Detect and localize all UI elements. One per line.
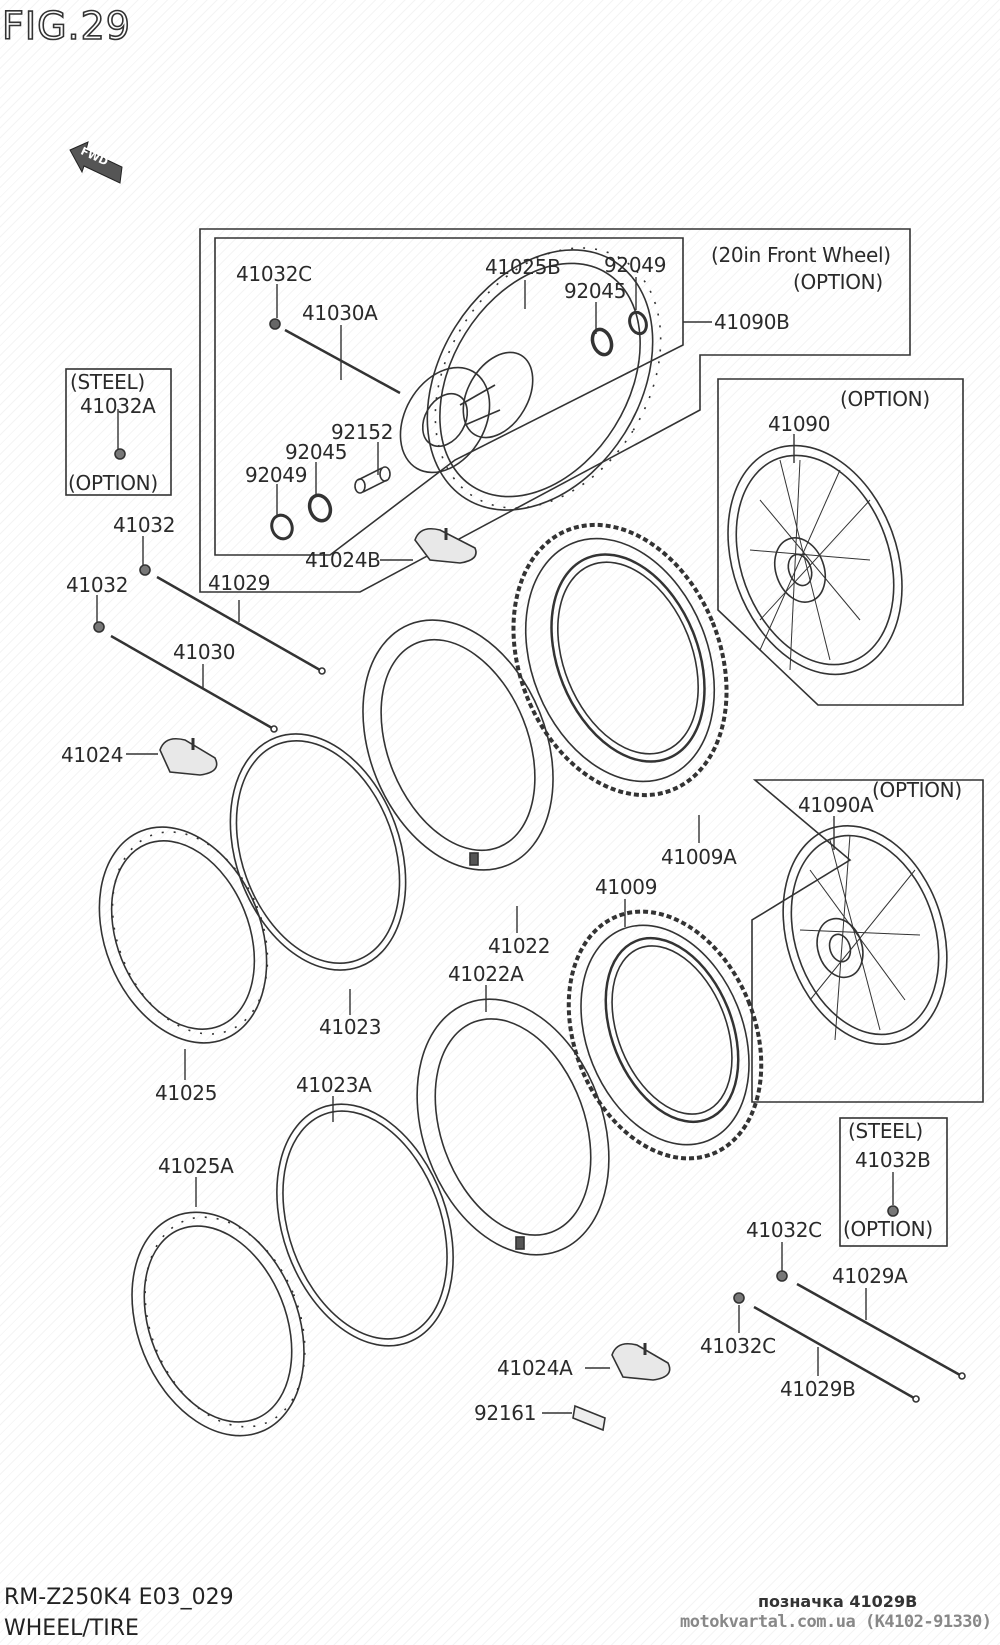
group-outline-steel-41032B xyxy=(839,1117,948,1247)
part-label-41029B[interactable]: 41029B xyxy=(780,1377,856,1401)
group-steel-41032B-title: (STEEL) xyxy=(848,1119,923,1143)
part-label-41029A[interactable]: 41029A xyxy=(832,1264,908,1288)
part-label-92045[interactable]: 92045 xyxy=(285,440,348,464)
rim-lock-41024-drawing xyxy=(159,737,218,776)
seal-92049-bottom xyxy=(270,513,294,541)
part-label-41009[interactable]: 41009 xyxy=(595,875,658,899)
bearing-92045-top xyxy=(590,327,614,357)
part-label-92049[interactable]: 92049 xyxy=(604,253,667,277)
part-label-41025B[interactable]: 41025B xyxy=(485,255,561,279)
part-label-41030[interactable]: 41030 xyxy=(173,640,236,664)
nipple-41032C-upper xyxy=(776,1270,788,1282)
group-steel-41032A-title: (STEEL) xyxy=(70,370,145,394)
part-label-41032A[interactable]: 41032A xyxy=(80,394,156,418)
part-label-92045[interactable]: 92045 xyxy=(564,279,627,303)
nipple-41032B xyxy=(887,1205,899,1217)
rim-band-41023-drawing xyxy=(229,733,407,971)
watermark: motokvartal.com.ua (K4102-91330) xyxy=(680,1612,992,1632)
group-outline-steel-41032A xyxy=(65,368,172,496)
part-label-92161[interactable]: 92161 xyxy=(474,1401,537,1425)
part-label-41024A[interactable]: 41024A xyxy=(497,1356,573,1380)
part-label-41029[interactable]: 41029 xyxy=(208,571,271,595)
rim-41025-drawing xyxy=(98,826,269,1044)
spoke-41030A-drawing xyxy=(284,328,401,395)
part-label-41025A[interactable]: 41025A xyxy=(158,1154,234,1178)
part-label-41032C[interactable]: 41032C xyxy=(700,1334,776,1358)
tire-41009A-drawing xyxy=(511,522,729,798)
seal-92049-top xyxy=(628,310,648,336)
spoke-41029-drawing xyxy=(156,575,321,672)
part-label-41030A[interactable]: 41030A xyxy=(302,301,378,325)
part-label-41022[interactable]: 41022 xyxy=(488,934,551,958)
spoke-41029B-drawing xyxy=(753,1305,915,1400)
hub-drawing xyxy=(399,351,534,474)
part-label-41032C[interactable]: 41032C xyxy=(746,1218,822,1242)
nipple-41032-upper xyxy=(139,564,151,576)
part-label-41024[interactable]: 41024 xyxy=(61,743,124,767)
part-label-41090B[interactable]: 41090B xyxy=(714,310,790,334)
tube-41022A-drawing xyxy=(416,998,610,1256)
wheel-41090A-drawing xyxy=(782,824,948,1046)
fwd-direction-badge: FWD xyxy=(66,138,124,182)
group-front-wheel-note: (OPTION) xyxy=(793,270,883,294)
part-label-41023A[interactable]: 41023A xyxy=(296,1073,372,1097)
part-label-41025[interactable]: 41025 xyxy=(155,1081,218,1105)
figure-title: FIG.29 xyxy=(1,3,131,49)
group-41090-note: (OPTION) xyxy=(840,387,930,411)
part-label-41090A[interactable]: 41090A xyxy=(798,793,874,817)
part-label-41032C[interactable]: 41032C xyxy=(236,262,312,286)
part-label-41032[interactable]: 41032 xyxy=(113,513,176,537)
rim-41025A-drawing xyxy=(131,1211,306,1437)
part-label-41022A[interactable]: 41022A xyxy=(448,962,524,986)
pad-92161-drawing xyxy=(572,1404,606,1432)
fwd-arrow-icon xyxy=(69,141,123,184)
rim-band-41023A-drawing xyxy=(276,1103,454,1347)
group-steel-41032B-note: (OPTION) xyxy=(843,1217,933,1241)
tire-41009-drawing xyxy=(566,909,764,1161)
part-label-41024B[interactable]: 41024B xyxy=(305,548,381,572)
part-label-92152[interactable]: 92152 xyxy=(331,420,394,444)
fwd-label: FWD xyxy=(78,144,111,169)
spoke-41029A-drawing xyxy=(796,1282,961,1377)
group-steel-41032A-note: (OPTION) xyxy=(68,471,158,495)
part-label-41032[interactable]: 41032 xyxy=(66,573,129,597)
rim-lock-41024B-drawing xyxy=(414,527,477,564)
rim-lock-41024A-drawing xyxy=(611,1342,671,1381)
group-outline-front-wheel-inner xyxy=(214,237,684,556)
group-front-wheel-title: (20in Front Wheel) xyxy=(711,243,891,267)
model-code: RM-Z250K4 E03_029 xyxy=(4,1585,234,1610)
tube-41022-drawing xyxy=(362,619,554,871)
part-label-92049[interactable]: 92049 xyxy=(245,463,308,487)
group-outline-option-41090 xyxy=(717,378,964,706)
nipple-41032A xyxy=(114,448,126,460)
part-label-41090[interactable]: 41090 xyxy=(768,412,831,436)
part-label-41009A[interactable]: 41009A xyxy=(661,845,737,869)
nipple-41032-lower xyxy=(93,621,105,633)
part-label-41023[interactable]: 41023 xyxy=(319,1015,382,1039)
rim-41025B-drawing xyxy=(426,247,662,511)
group-41090A-note: (OPTION) xyxy=(872,778,962,802)
reference-label: позначка 41029B xyxy=(758,1592,918,1611)
group-outline-option-41090A xyxy=(751,779,984,1103)
spoke-41030-drawing xyxy=(110,634,273,730)
bearing-92045-bottom xyxy=(307,493,333,523)
part-label-41032B[interactable]: 41032B xyxy=(855,1148,931,1172)
section-name: WHEEL/TIRE xyxy=(4,1616,139,1641)
nipple-41032C-lower xyxy=(733,1292,745,1304)
group-outline-front-wheel-outer xyxy=(199,228,911,593)
wheel-41090-drawing xyxy=(727,444,903,676)
